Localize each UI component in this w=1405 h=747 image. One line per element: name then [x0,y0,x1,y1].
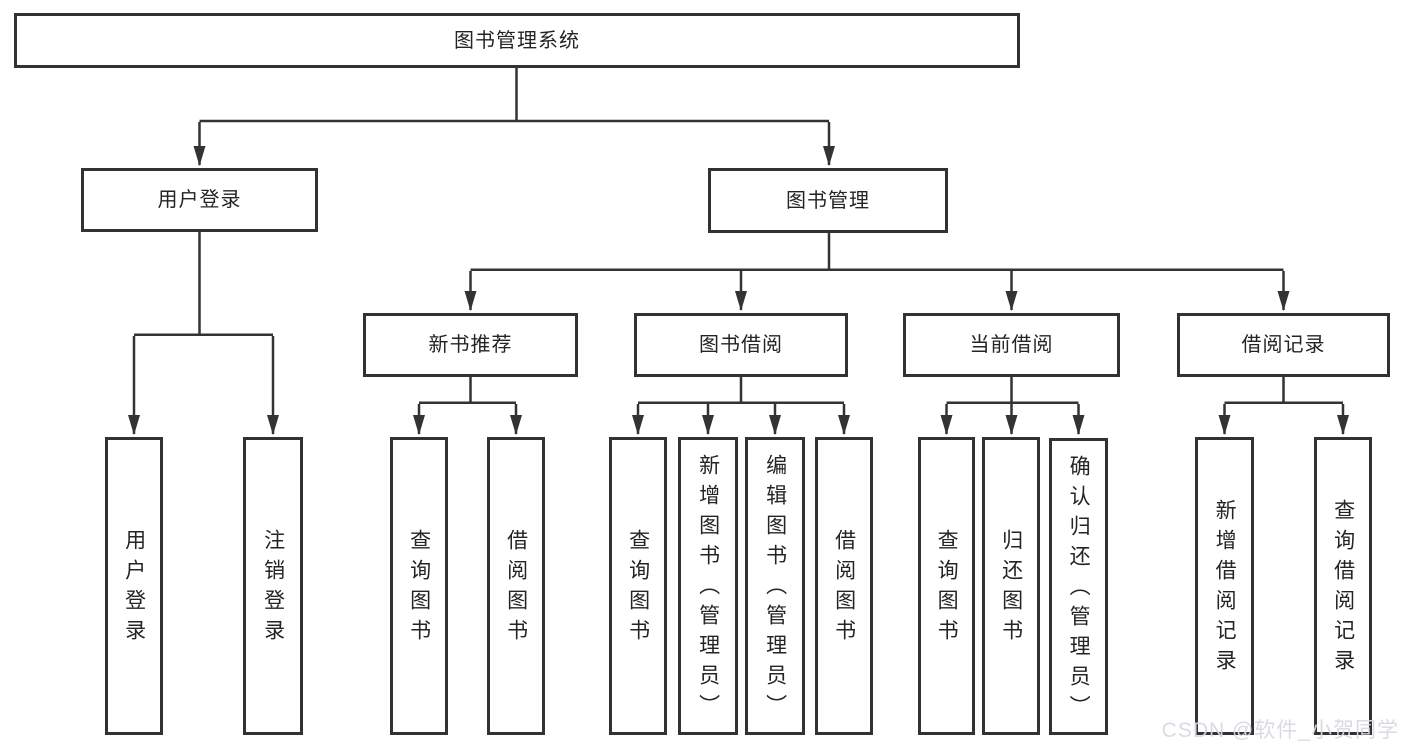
leaf-confirm-return-admin: 确认归还（管理员） [1049,438,1108,735]
csdn-watermark: CSDN @软件_小贺同学 [1161,719,1399,742]
leaf-add-book-admin: 新增图书（管理员） [678,437,738,735]
leaf-return-book: 归还图书 [982,437,1040,735]
node-new-book-recommend: 新书推荐 [363,313,578,377]
node-borrow-records: 借阅记录 [1177,313,1390,377]
leaf-logout: 注销登录 [243,437,303,735]
leaf-query-book-recommend: 查询图书 [390,437,448,735]
leaf-query-book-current: 查询图书 [918,437,975,735]
leaf-borrow-book-borrowing: 借阅图书 [815,437,873,735]
node-book-management: 图书管理 [708,168,948,233]
leaf-add-borrow-record: 新增借阅记录 [1195,437,1254,735]
connector-line [134,68,1343,405]
leaf-user-login: 用户登录 [105,437,163,735]
leaf-edit-book-admin: 编辑图书（管理员） [745,437,805,735]
node-current-borrowing: 当前借阅 [903,313,1120,377]
leaf-borrow-book-recommend: 借阅图书 [487,437,545,735]
node-library-system: 图书管理系统 [14,13,1020,68]
leaf-query-borrow-record: 查询借阅记录 [1314,437,1372,735]
node-book-borrowing: 图书借阅 [634,313,848,377]
node-user-login: 用户登录 [81,168,318,232]
leaf-query-book-borrowing: 查询图书 [609,437,667,735]
